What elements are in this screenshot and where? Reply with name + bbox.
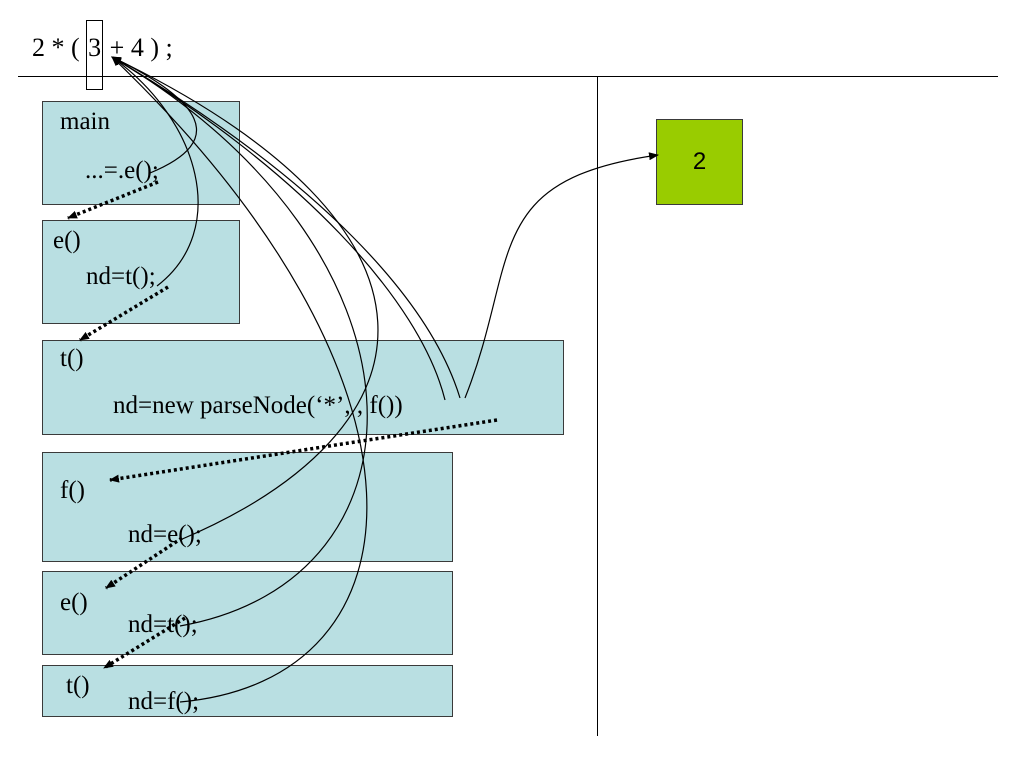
frame-e-2-code: nd=t(); [128,611,198,638]
frame-main: main ...=.e(); [42,101,240,205]
frame-e-1-code: nd=t(); [86,263,156,290]
parse-node-2: 2 [656,119,743,205]
frame-t-2-label: t() [66,672,90,699]
horizontal-divider [18,76,998,77]
frame-t-1: t() nd=new parseNode(‘*’, , f()) [42,340,564,435]
frame-t-2-code: nd=f(); [128,688,200,715]
frame-f-1: f() nd=e(); [42,452,453,562]
frame-e-2: e() nd=t(); [42,571,453,655]
vertical-divider [597,76,598,736]
frame-e-2-label: e() [60,589,88,616]
frame-e-1-label: e() [53,227,81,254]
frame-t-2: t() nd=f(); [42,665,453,717]
frame-main-label: main [60,108,110,135]
current-token-box: 3 [86,20,104,90]
expression-prefix: 2 * ( [32,33,87,62]
frame-e-1: e() nd=t(); [42,220,240,324]
expression-suffix: + 4 ) ; [103,33,173,62]
frame-main-code: ...=.e(); [85,157,159,184]
frame-f-1-code: nd=e(); [128,521,202,548]
frame-t-1-label: t() [60,345,84,372]
parse-node-value: 2 [692,148,707,175]
frame-t-1-code: nd=new parseNode(‘*’, , f()) [113,392,403,419]
expression: 2 * ( 3 + 4 ) ; [32,20,173,90]
frame-f-1-label: f() [60,477,85,504]
